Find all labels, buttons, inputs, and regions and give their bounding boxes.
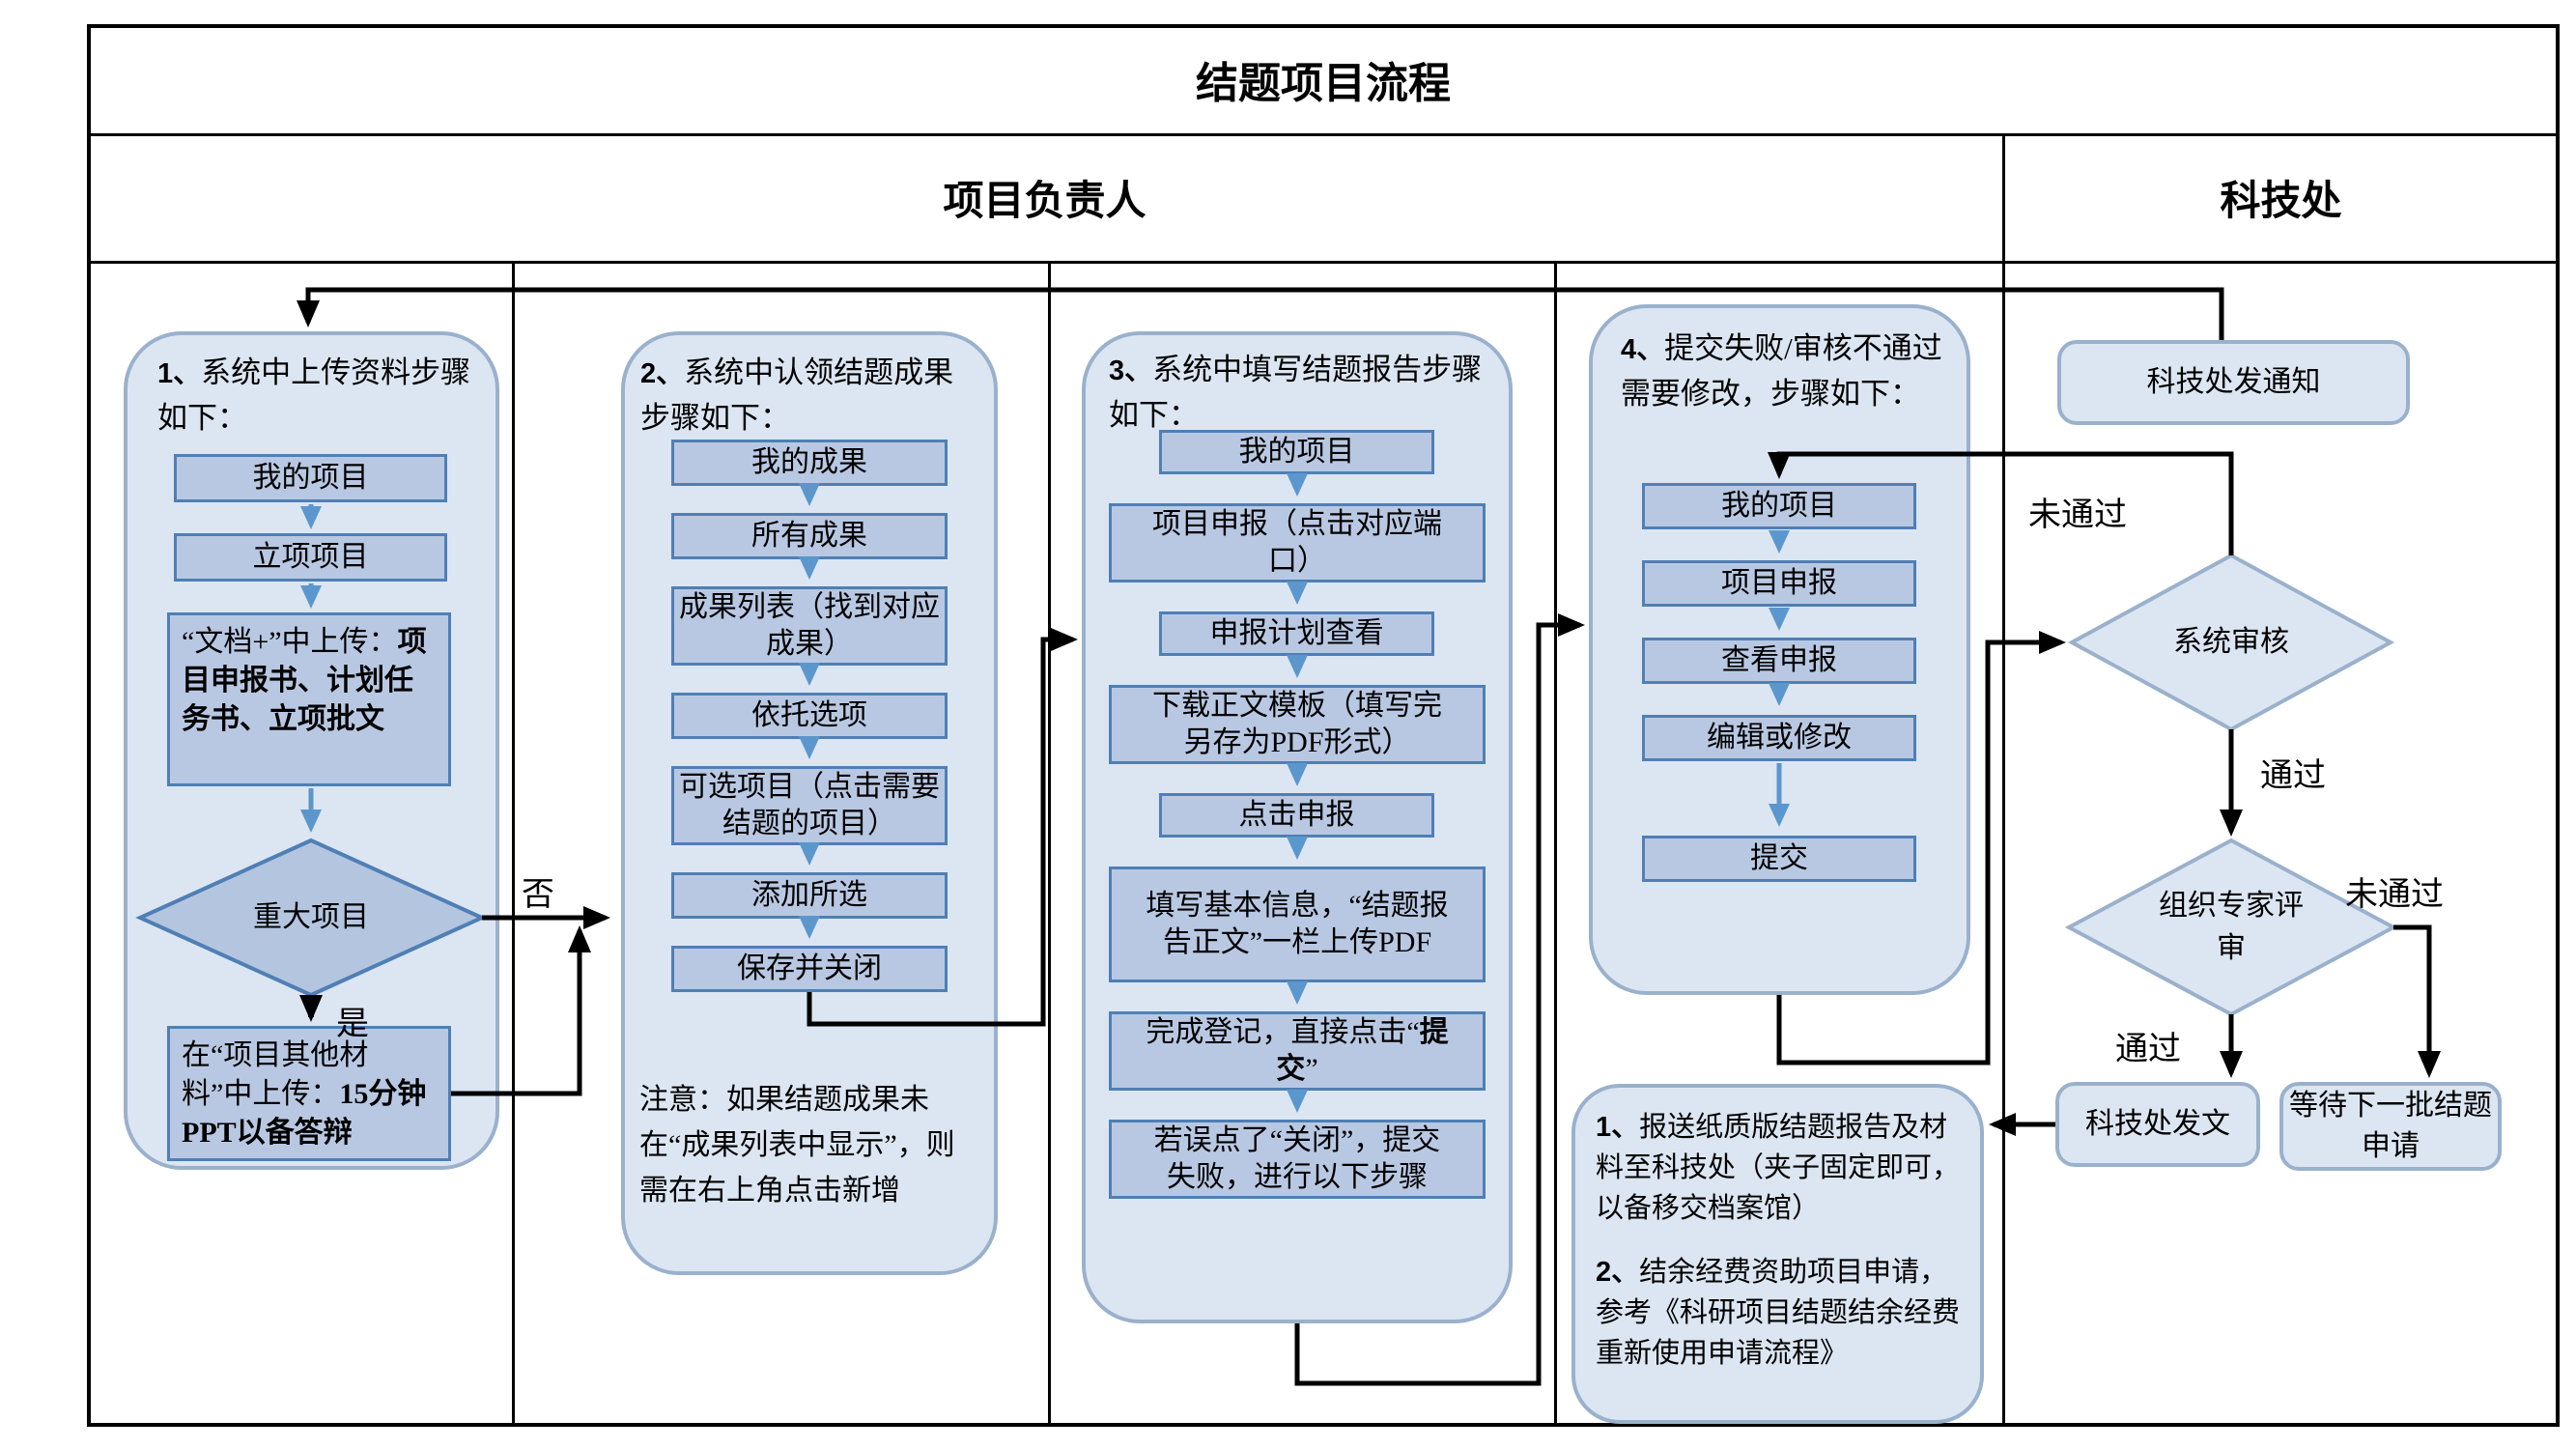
step-box: 项目申报 xyxy=(1642,560,1916,607)
step-box: 所有成果 xyxy=(671,513,948,559)
dept-wait-box: 等待下一批结题申请 xyxy=(2279,1082,2502,1171)
phase-1-number: 1、 xyxy=(157,358,202,389)
step-box: 下载正文模板（填写完另存为PDF形式） xyxy=(1109,685,1486,764)
phase-4-header: 4、提交失败/审核不通过需要修改，步骤如下： xyxy=(1621,331,1942,411)
column-divider-1 xyxy=(512,261,515,1423)
paper-note-2: 2、结余经费资助项目申请，参考《科研项目结题结余经费重新使用申请流程》 xyxy=(1596,1257,1961,1369)
sysreview-fail-label: 未通过 xyxy=(2028,497,2127,533)
column-divider-2 xyxy=(1048,261,1051,1423)
table-border-left xyxy=(87,24,91,1427)
phase-2-note: 注意：如果结题成果未在“成果列表中显示”，则需在右上角点击新增 xyxy=(639,1084,955,1207)
table-border-bottom xyxy=(87,1423,2560,1427)
step-box: 项目申报（点击对应端口） xyxy=(1109,503,1486,582)
table-border-top xyxy=(87,24,2560,28)
step-box: 保存并关闭 xyxy=(671,946,948,992)
phase-4-number: 4、 xyxy=(1621,334,1665,365)
step-box: 我的项目 xyxy=(1642,483,1916,529)
lane-divider xyxy=(2002,133,2005,1423)
step-box: 填写基本信息，“结题报告正文”一栏上传PDF xyxy=(1109,867,1486,982)
lane-header-dept: 科技处 xyxy=(2220,179,2342,224)
decision-major-project-label: 重大项目 xyxy=(253,901,369,933)
upload-docs-box: “文档+”中上传：项目申报书、计划任务书、立项批文 xyxy=(167,612,451,786)
ppt-upload-box: 在“项目其他材料”中上传：15分钟PPT以备答辩 xyxy=(167,1026,451,1161)
expert-fail-label: 未通过 xyxy=(2345,877,2444,913)
step-box: 我的项目 xyxy=(1159,430,1434,474)
branch-yes-label: 是 xyxy=(336,1007,369,1042)
step-box: 成果列表（找到对应成果） xyxy=(671,586,948,666)
step-box: 查看申报 xyxy=(1642,638,1916,684)
step-box: 立项项目 xyxy=(174,533,447,582)
step-box: 编辑或修改 xyxy=(1642,715,1916,761)
phase-1-header: 1、系统中上传资料步骤如下： xyxy=(157,355,471,435)
step-box: 我的成果 xyxy=(671,440,948,486)
decision-expert-review-label: 组织专家评审 xyxy=(2159,890,2304,964)
branch-no-label: 否 xyxy=(522,877,554,913)
phase-3-number: 3、 xyxy=(1109,355,1153,386)
page-title: 结题项目流程 xyxy=(1196,60,1451,107)
step-box: 点击申报 xyxy=(1159,793,1434,838)
lane-header-leader: 项目负责人 xyxy=(943,179,1146,224)
expert-pass-label: 通过 xyxy=(2115,1032,2181,1067)
step-box: 若误点了“关闭”，提交失败，进行以下步骤 xyxy=(1109,1120,1486,1199)
step-box: 申报计划查看 xyxy=(1159,611,1434,656)
step-box: 依托选项 xyxy=(671,693,948,739)
paper-note-1: 1、报送纸质版结题报告及材料至科技处（夹子固定即可，以备移交档案馆） xyxy=(1596,1112,1961,1224)
header-row-divider xyxy=(87,261,2560,264)
title-row-divider xyxy=(87,133,2560,136)
step-box: 可选项目（点击需要结题的项目） xyxy=(671,766,948,845)
submit-step-box: 完成登记，直接点击“提交” xyxy=(1109,1011,1486,1091)
step-box: 提交 xyxy=(1642,836,1916,882)
phase-2-number: 2、 xyxy=(640,358,685,389)
dept-issue-box: 科技处发文 xyxy=(2055,1082,2260,1167)
step-box: 添加所选 xyxy=(671,872,948,919)
column-divider-3 xyxy=(1554,261,1557,1423)
decision-system-review-label: 系统审核 xyxy=(2173,626,2289,658)
dept-notify-box: 科技处发通知 xyxy=(2057,340,2410,425)
sysreview-pass-label: 通过 xyxy=(2260,758,2326,794)
table-border-right xyxy=(2556,24,2560,1427)
connector-expert-fail xyxy=(2393,924,2441,1078)
phase-2-header: 2、系统中认领结题成果步骤如下： xyxy=(640,355,954,435)
phase-3-header: 3、系统中填写结题报告步骤如下： xyxy=(1109,353,1483,432)
step-box: 我的项目 xyxy=(174,454,447,502)
paper-notes-container xyxy=(1571,1084,1984,1424)
